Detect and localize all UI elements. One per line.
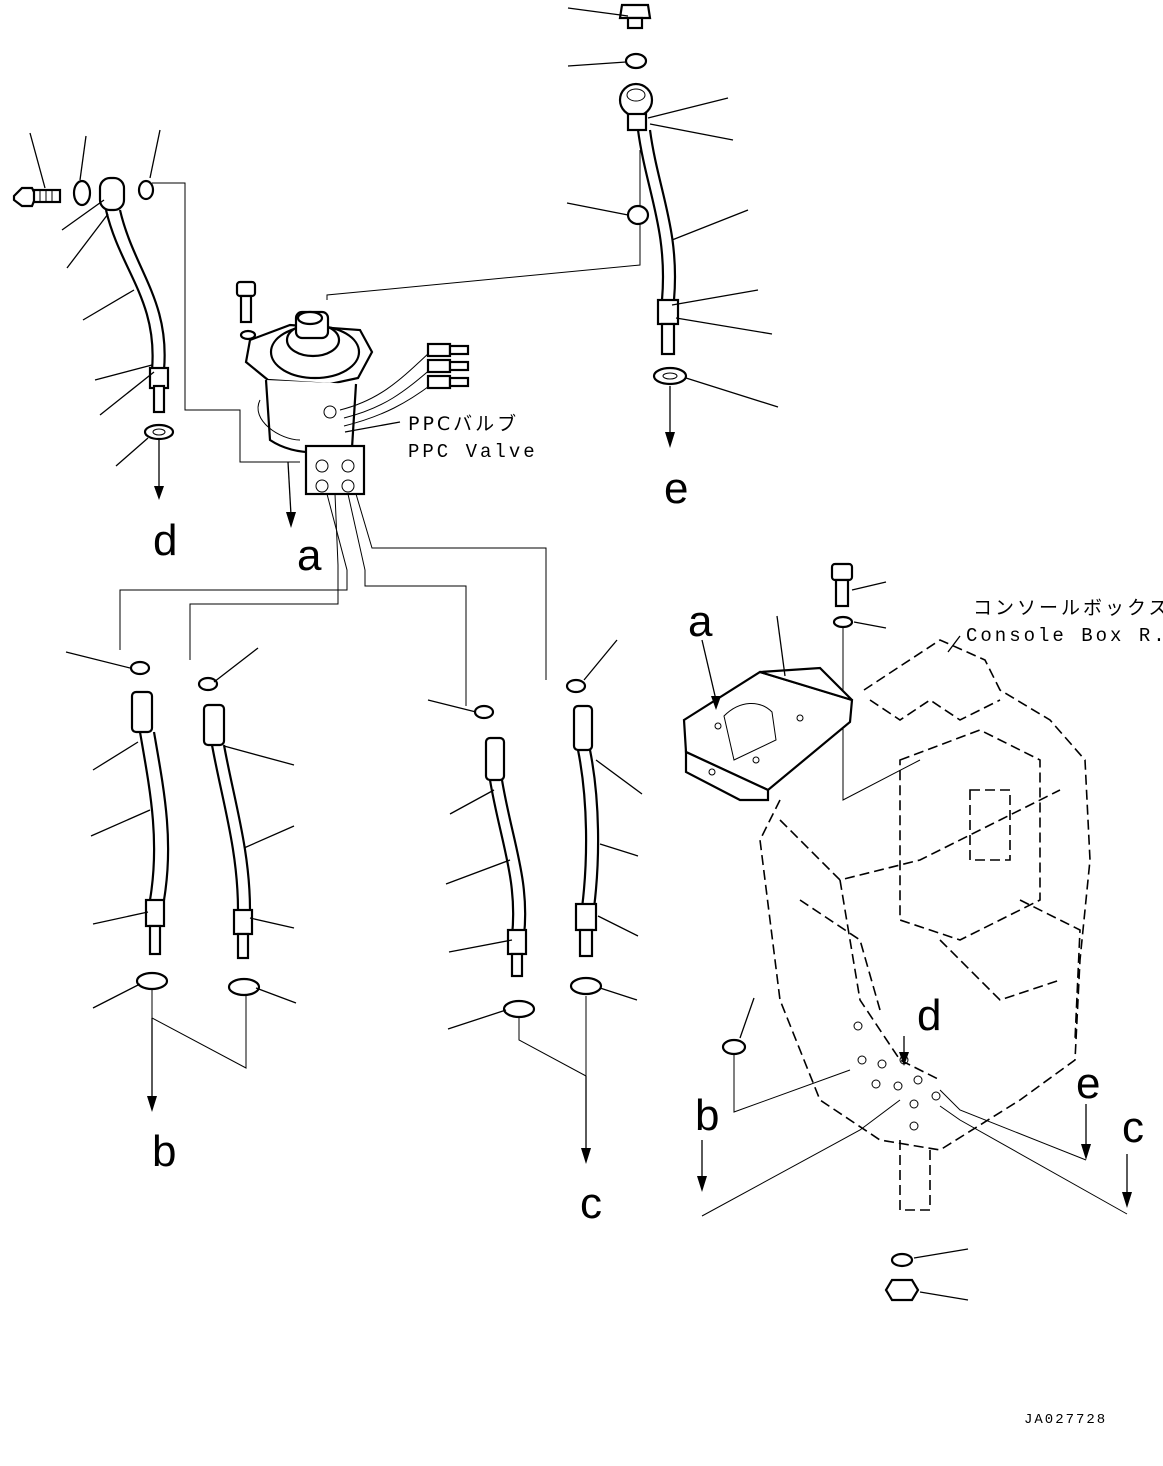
ppc-valve-label-en: PPC Valve	[408, 441, 538, 463]
gasket	[143, 423, 175, 441]
callout-b-right: b	[695, 1091, 719, 1140]
console-box-label-jp: コンソールボックス右	[973, 597, 1163, 619]
console-box-assembly: a d e b	[682, 562, 1163, 1302]
banjo-bolt	[12, 186, 62, 208]
hose-b2	[197, 647, 297, 1004]
ppc-valve: PPCバルブ PPC Valve a	[235, 280, 538, 580]
hose-assembly-d: d	[12, 129, 177, 565]
callout-a-top: a	[297, 531, 322, 580]
hose-c2	[565, 639, 643, 1001]
callout-e-top: e	[664, 464, 688, 513]
banjo-fitting	[98, 176, 126, 212]
drawing-code: JA027728	[1024, 1412, 1107, 1428]
callout-c-right: c	[1122, 1103, 1144, 1152]
console-box-label-en: Console Box R.H.	[966, 625, 1163, 647]
callout-b-left: b	[152, 1127, 176, 1176]
hose-b1	[65, 651, 170, 1009]
callout-c-mid: c	[580, 1179, 602, 1228]
hose-c1	[427, 699, 536, 1030]
connection-lines	[119, 150, 641, 706]
o-ring	[137, 179, 155, 201]
callout-d-right: d	[917, 991, 941, 1040]
callout-e-right: e	[1076, 1059, 1100, 1108]
ppc-valve-label-jp: PPCバルブ	[408, 412, 519, 435]
hose-assembly-e: e	[566, 3, 779, 513]
callout-a-right: a	[688, 597, 713, 646]
callout-d-left: d	[153, 516, 177, 565]
copper-washer	[72, 179, 92, 207]
